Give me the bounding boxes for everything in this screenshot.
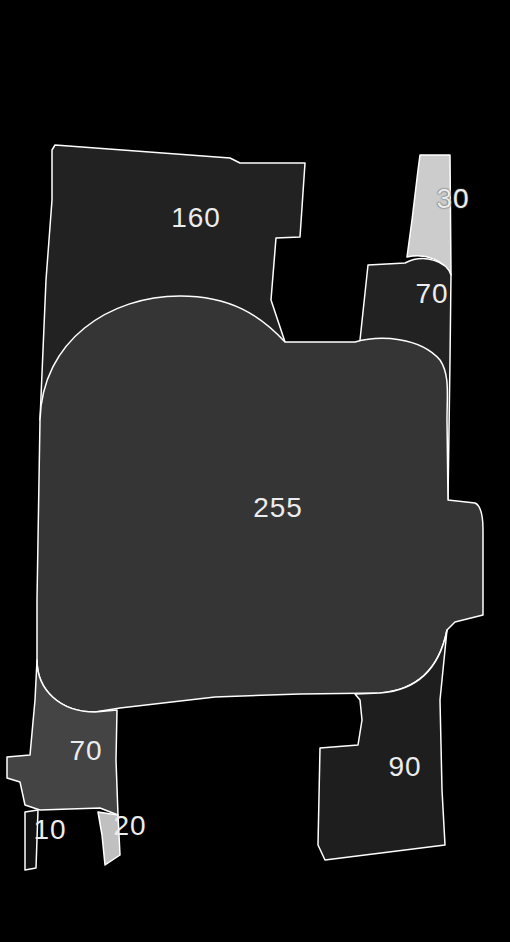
region-value: 160: [171, 204, 221, 232]
region-shape: [310, 625, 455, 865]
region-value: 255: [253, 494, 303, 522]
region-outline: [318, 630, 447, 860]
mask-region: 10: [20, 805, 75, 875]
region-outline: [7, 660, 118, 815]
region-value: 30: [436, 185, 469, 213]
region-outline: [37, 296, 483, 712]
region-value: 70: [415, 280, 448, 308]
region-value: 20: [113, 812, 146, 840]
mask-region: 255: [30, 290, 490, 720]
mask-region: 20: [95, 805, 155, 870]
mask-region: 70: [0, 650, 125, 820]
region-outline: [407, 155, 451, 275]
region-value: 70: [69, 737, 102, 765]
region-value: 90: [388, 753, 421, 781]
region-value: 10: [33, 816, 66, 844]
region-shape: [0, 650, 125, 820]
mask-region: 90: [310, 625, 455, 865]
